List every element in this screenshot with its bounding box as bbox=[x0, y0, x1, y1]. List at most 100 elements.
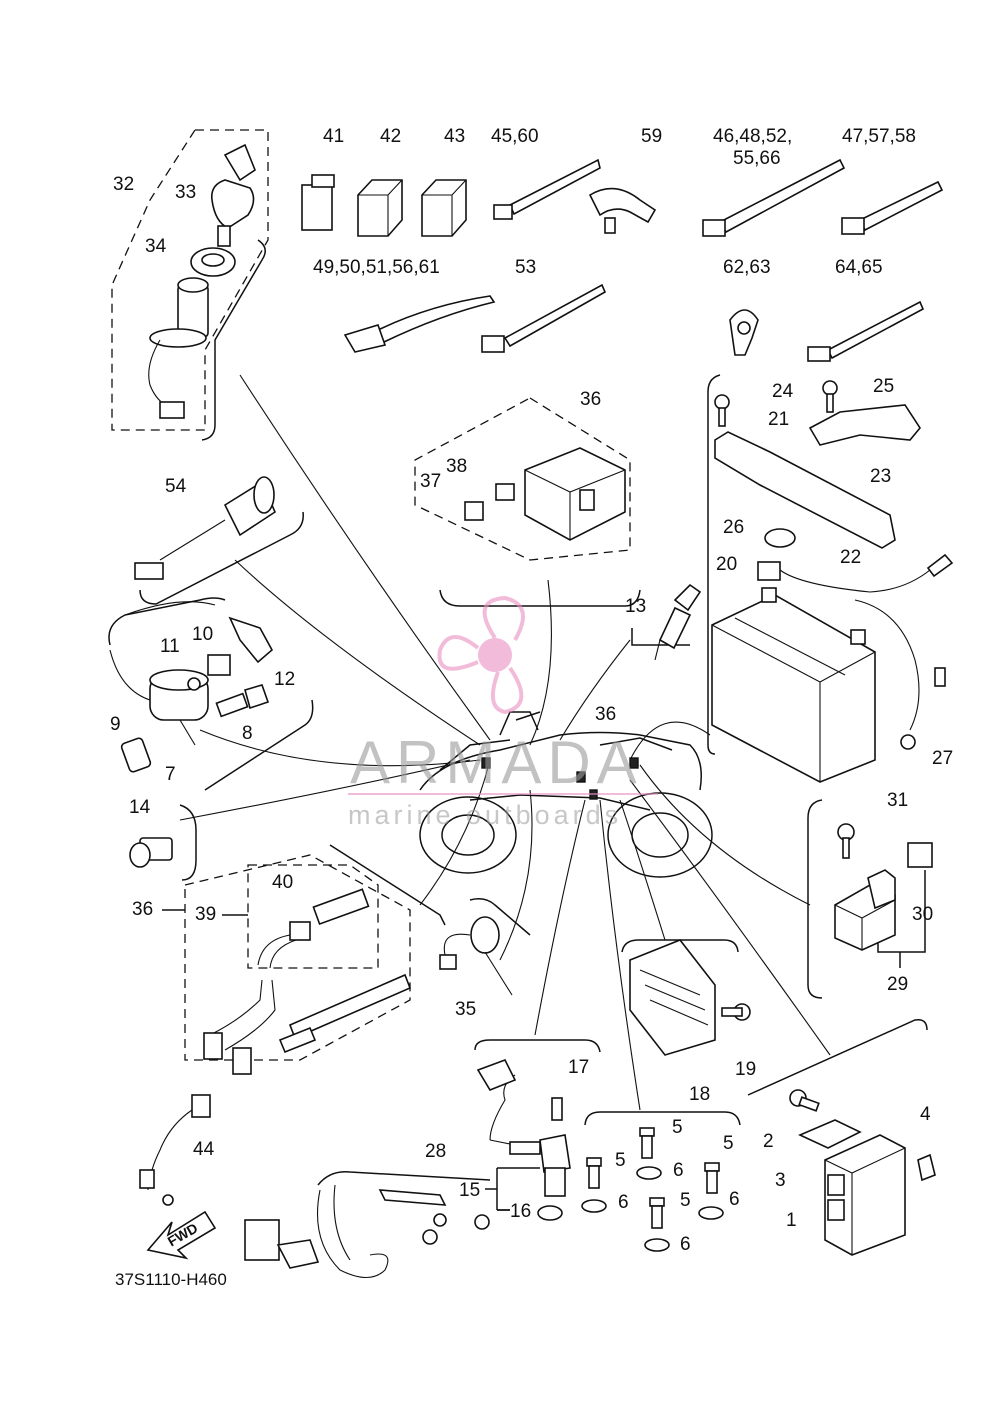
clamp-59-icon bbox=[588, 187, 657, 234]
nut-4-icon bbox=[917, 1153, 936, 1182]
callout-43: 43 bbox=[444, 126, 465, 147]
callout-47-57-58: 47,57,58 bbox=[842, 126, 916, 147]
watermark-tagline: marine outboards bbox=[348, 800, 622, 830]
callout-59: 59 bbox=[641, 126, 662, 147]
o-ring-16-icon bbox=[537, 1205, 563, 1221]
callout-38: 38 bbox=[446, 456, 467, 477]
callout-7: 7 bbox=[165, 764, 176, 785]
propeller-logo-icon bbox=[437, 595, 525, 715]
fuse-30-icon bbox=[907, 842, 933, 868]
bolt-10-icon bbox=[207, 654, 231, 676]
callout-6-c: 6 bbox=[729, 1189, 740, 1210]
callout-49-50-51-56-61: 49,50,51,56,61 bbox=[313, 257, 440, 278]
callout-4: 4 bbox=[920, 1104, 931, 1125]
callout-22: 22 bbox=[840, 547, 861, 568]
callout-16: 16 bbox=[510, 1201, 531, 1222]
parts: FWD bbox=[109, 143, 954, 1279]
harness-28-icon bbox=[244, 1184, 490, 1279]
battery-lead-26-icon bbox=[757, 553, 954, 593]
battery-20-icon bbox=[711, 587, 876, 783]
cable-tie-49-icon bbox=[343, 295, 496, 353]
callout-8: 8 bbox=[242, 723, 253, 744]
callout-24: 24 bbox=[772, 381, 794, 402]
callout-29: 29 bbox=[887, 974, 908, 995]
group-brackets bbox=[108, 129, 928, 1211]
sensor-35-icon bbox=[439, 916, 513, 996]
cable-tie-64-icon bbox=[807, 300, 925, 362]
bolt-2-icon bbox=[789, 1089, 820, 1112]
main-switch-icon bbox=[148, 277, 209, 419]
armada-watermark: ARMADA marine outboards bbox=[348, 595, 658, 830]
callout-2: 2 bbox=[763, 1131, 774, 1152]
starter-relay-29-icon bbox=[834, 869, 896, 951]
battery-holder-23-icon bbox=[808, 404, 921, 446]
cable-tie-46-icon bbox=[702, 158, 846, 237]
callout-10: 10 bbox=[192, 624, 213, 645]
callout-31: 31 bbox=[887, 790, 908, 811]
callout-20: 20 bbox=[716, 554, 737, 575]
callout-5-a: 5 bbox=[672, 1117, 683, 1138]
cdi-unit-1-icon bbox=[824, 1134, 906, 1256]
callout-6-b: 6 bbox=[618, 1192, 629, 1213]
bolt-8-icon bbox=[215, 684, 270, 718]
cable-tie-45-icon bbox=[493, 158, 601, 220]
callout-6-d: 6 bbox=[680, 1234, 691, 1255]
bracket-3-icon bbox=[798, 1119, 862, 1149]
callout-44: 44 bbox=[193, 1139, 215, 1160]
callout-39: 39 bbox=[195, 904, 216, 925]
callout-18: 18 bbox=[689, 1084, 710, 1105]
callout-36-top: 36 bbox=[580, 389, 601, 410]
callout-32: 32 bbox=[113, 174, 134, 195]
bolt-5-icon bbox=[586, 1127, 720, 1229]
callout-19: 19 bbox=[735, 1059, 756, 1080]
callout-35: 35 bbox=[455, 999, 476, 1020]
callout-17: 17 bbox=[568, 1057, 589, 1078]
ignition-key-icon bbox=[210, 143, 256, 247]
ground-lead-27-icon bbox=[900, 667, 946, 750]
callout-55-66: 55,66 bbox=[733, 148, 781, 169]
sensor-14-icon bbox=[129, 837, 173, 868]
cap-12-icon bbox=[228, 616, 274, 664]
callout-5-c: 5 bbox=[615, 1150, 626, 1171]
relay-43-icon bbox=[421, 179, 467, 237]
callout-28: 28 bbox=[425, 1141, 446, 1162]
callout-11: 11 bbox=[160, 636, 180, 657]
callout-62-63: 62,63 bbox=[723, 257, 771, 278]
callout-21: 21 bbox=[768, 409, 789, 430]
washer-6-icon bbox=[581, 1166, 724, 1252]
relay-41-icon bbox=[301, 174, 335, 231]
callout-64-65: 64,65 bbox=[835, 257, 883, 278]
callout-30: 30 bbox=[912, 904, 933, 925]
callout-33: 33 bbox=[175, 182, 196, 203]
callout-9: 9 bbox=[110, 714, 121, 735]
fuse-box-icon bbox=[524, 447, 626, 541]
bolt-25-icon bbox=[822, 380, 838, 413]
wire-harness-39-icon bbox=[203, 973, 412, 1075]
callout-45-60: 45,60 bbox=[491, 126, 539, 147]
callout-5-b: 5 bbox=[723, 1133, 734, 1154]
bolt-31-icon bbox=[837, 823, 855, 859]
cable-tie-53-icon bbox=[481, 283, 607, 353]
clip-62-icon bbox=[729, 309, 759, 356]
callout-54: 54 bbox=[165, 476, 187, 497]
sensor-15-icon bbox=[489, 1134, 571, 1197]
callout-26: 26 bbox=[723, 517, 744, 538]
watermark-brand: ARMADA bbox=[350, 729, 643, 796]
callout-42: 42 bbox=[380, 126, 401, 147]
callout-5-d: 5 bbox=[680, 1190, 691, 1211]
callout-41: 41 bbox=[323, 126, 344, 147]
callout-12: 12 bbox=[274, 669, 295, 690]
callout-25: 25 bbox=[873, 376, 894, 397]
callout-15: 15 bbox=[459, 1180, 480, 1201]
connector-17-icon bbox=[476, 1059, 563, 1141]
bolt-24-icon bbox=[714, 394, 730, 427]
plug-9-icon bbox=[120, 737, 152, 773]
fuse-37-icon bbox=[464, 501, 484, 521]
callout-23: 23 bbox=[870, 466, 891, 487]
battery-band-21-icon bbox=[714, 431, 896, 549]
callout-36-mid: 36 bbox=[595, 704, 616, 725]
bolt-19-icon bbox=[721, 1003, 751, 1021]
fwd-arrow-icon: FWD bbox=[146, 1210, 217, 1260]
fuse-38-icon bbox=[495, 483, 515, 501]
